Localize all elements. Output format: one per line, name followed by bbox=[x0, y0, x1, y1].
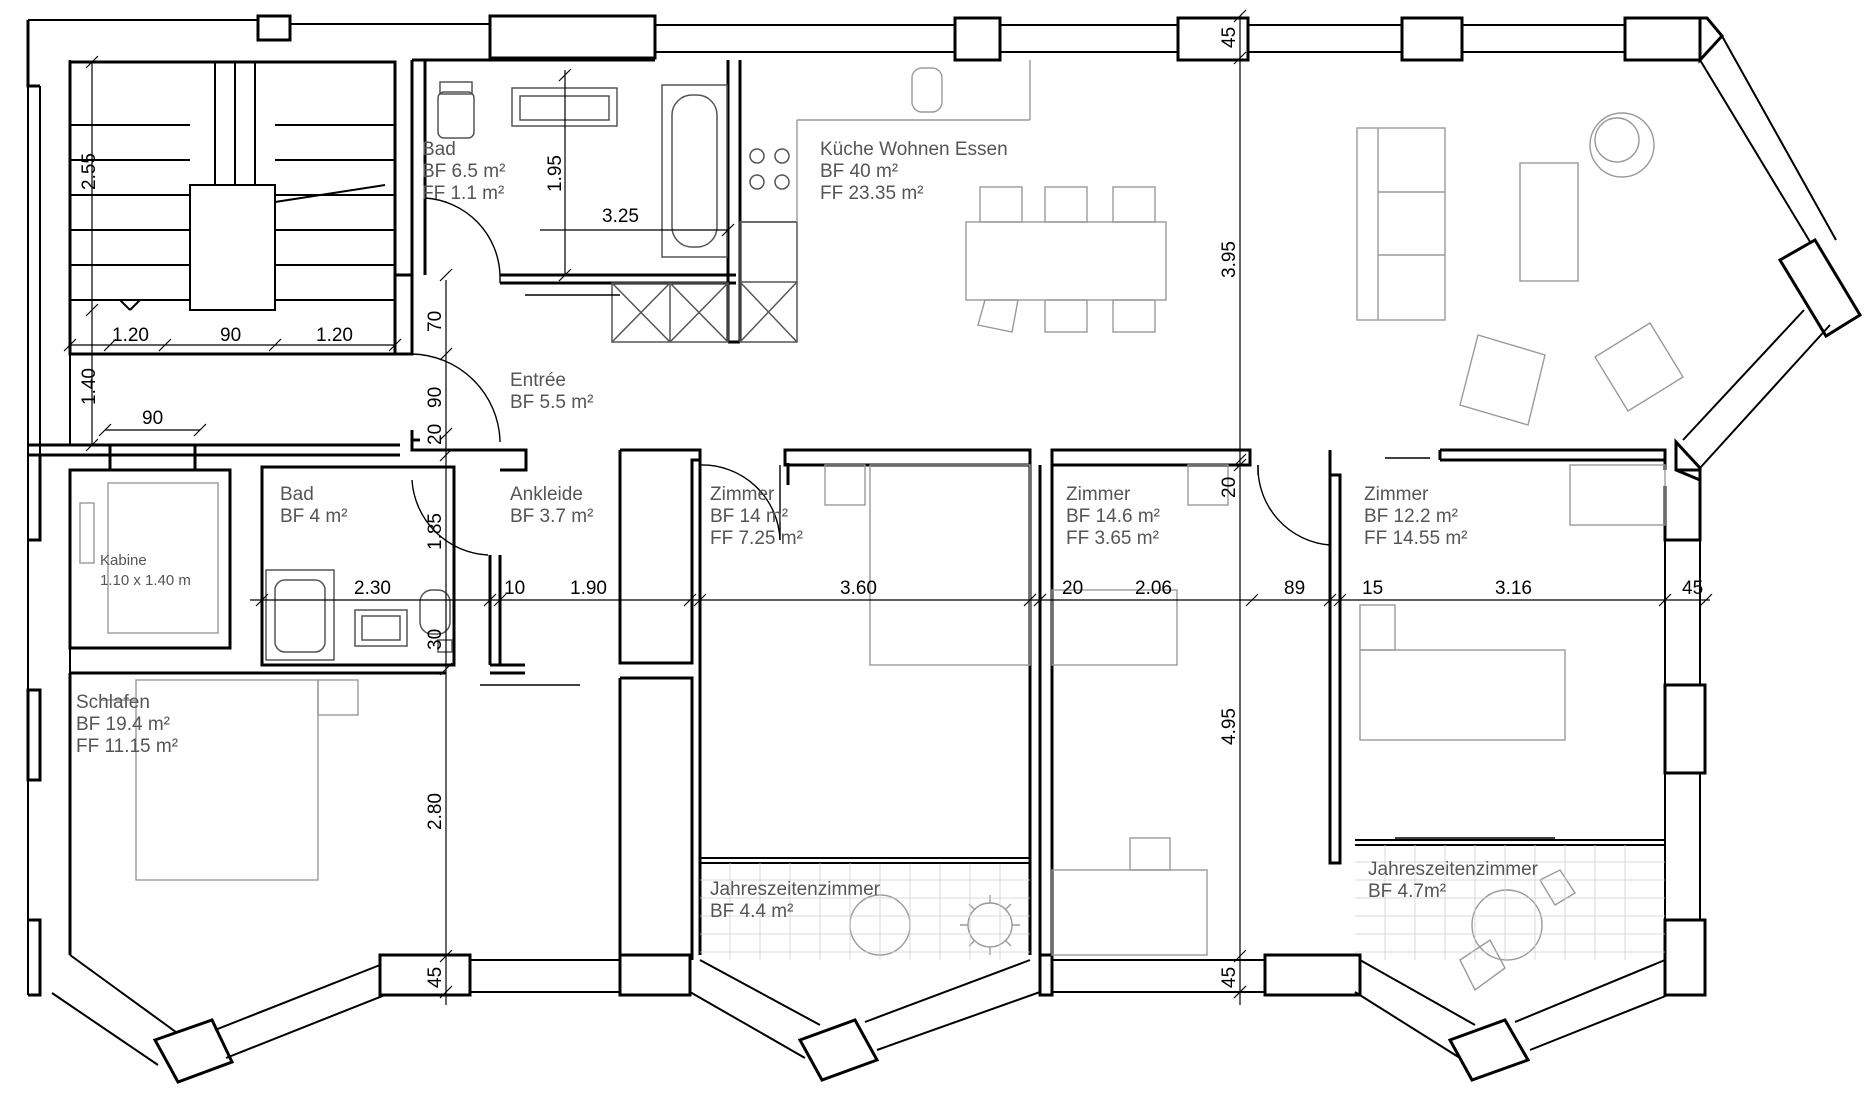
room-zimmer1-bf: BF 14 m² bbox=[710, 506, 788, 527]
dim-wall-10: 10 bbox=[504, 578, 525, 599]
dim-schlafen-h: 2.80 bbox=[425, 793, 446, 830]
doors bbox=[411, 197, 1555, 864]
room-bad2-bf: BF 4 m² bbox=[280, 506, 348, 527]
exterior-walls bbox=[26, 14, 1863, 997]
jahres1-tiles bbox=[700, 863, 1030, 960]
dim-bad2-30: 30 bbox=[425, 629, 446, 650]
dim-bad2-w: 2.30 bbox=[354, 578, 391, 599]
dim-wall-20b: 20 bbox=[1062, 578, 1083, 599]
dim-wall-20c: 20 bbox=[1219, 477, 1240, 498]
dim-flur-w: 89 bbox=[1284, 578, 1305, 599]
room-entree-bf: BF 5.5 m² bbox=[510, 392, 593, 413]
dim-rooms-h: 4.95 bbox=[1219, 708, 1240, 745]
jahres2-tiles bbox=[1355, 845, 1665, 960]
dim-stair-height: 2.55 bbox=[79, 153, 100, 190]
room-jahres1-name: Jahreszeitenzimmer bbox=[710, 879, 881, 900]
dim-wall-45b2: 45 bbox=[1219, 967, 1240, 988]
room-kueche-ff: FF 23.35 m² bbox=[820, 183, 923, 204]
room-zimmer3-bf: BF 12.2 m² bbox=[1364, 506, 1458, 527]
room-schlafen-ff: FF 11.15 m² bbox=[76, 736, 178, 757]
room-schlafen-name: Schlafen bbox=[76, 692, 150, 713]
room-entree-name: Entrée bbox=[510, 370, 566, 391]
room-jahres1-bf: BF 4.4 m² bbox=[710, 901, 793, 922]
room-ankleide-bf: BF 3.7 m² bbox=[510, 506, 593, 527]
room-kueche-name: Küche Wohnen Essen bbox=[820, 139, 1008, 160]
dimension-labels: 2.55 1.20 90 1.20 1.40 90 1.95 3.25 70 9… bbox=[79, 27, 1703, 988]
dim-wall-45b1: 45 bbox=[425, 967, 446, 988]
furniture bbox=[79, 60, 1684, 992]
room-bad1-bf: BF 6.5 m² bbox=[422, 161, 505, 182]
bottom-bay-walls bbox=[51, 953, 1669, 1084]
dim-wall-45r: 45 bbox=[1682, 578, 1703, 599]
room-bad2-name: Bad bbox=[280, 484, 314, 505]
room-zimmer2-name: Zimmer bbox=[1066, 484, 1131, 505]
dim-stair-w2: 90 bbox=[220, 325, 241, 346]
dim-zimmer2-w: 2.06 bbox=[1135, 578, 1172, 599]
dim-wall-45t: 45 bbox=[1219, 27, 1240, 48]
dim-ankleide-h: 1.85 bbox=[425, 513, 446, 550]
room-schlafen-bf: BF 19.4 m² bbox=[76, 714, 170, 735]
room-zimmer2-ff: FF 3.65 m² bbox=[1066, 528, 1159, 549]
dim-door-90: 90 bbox=[425, 387, 446, 408]
room-zimmer3-name: Zimmer bbox=[1364, 484, 1429, 505]
dim-bad-h: 1.95 bbox=[545, 155, 566, 192]
dim-door-70: 70 bbox=[425, 311, 446, 332]
room-zimmer1-ff: FF 7.25 m² bbox=[710, 528, 803, 549]
dim-wall-15: 15 bbox=[1362, 578, 1383, 599]
room-zimmer1-name: Zimmer bbox=[710, 484, 775, 505]
room-ankleide-name: Ankleide bbox=[510, 484, 583, 505]
room-kabine-size: 1.10 x 1.40 m bbox=[100, 572, 191, 589]
room-kueche-bf: BF 40 m² bbox=[820, 161, 898, 182]
room-bad1-name: Bad bbox=[422, 139, 456, 160]
room-zimmer2-bf: BF 14.6 m² bbox=[1066, 506, 1160, 527]
dim-bad-w: 3.25 bbox=[602, 206, 639, 227]
room-jahres2-bf: BF 4.7m² bbox=[1368, 881, 1446, 902]
room-labels: Bad BF 6.5 m² FF 1.1 m² Küche Wohnen Ess… bbox=[76, 139, 1539, 922]
room-bad1-ff: FF 1.1 m² bbox=[422, 183, 504, 204]
dim-ankleide-w: 1.90 bbox=[570, 578, 607, 599]
dim-kitchen-h: 3.95 bbox=[1219, 241, 1240, 278]
dim-stair-land: 90 bbox=[142, 408, 163, 429]
room-zimmer3-ff: FF 14.55 m² bbox=[1364, 528, 1467, 549]
dim-wall-20a: 20 bbox=[425, 424, 446, 445]
dim-stair-w1: 1.20 bbox=[112, 325, 149, 346]
room-kabine-name: Kabine bbox=[100, 552, 147, 569]
dimension-lines bbox=[63, 9, 1713, 1005]
dim-stair-w3: 1.20 bbox=[316, 325, 353, 346]
stairs bbox=[70, 62, 395, 311]
dim-stair-lower: 1.40 bbox=[79, 368, 100, 405]
dim-zimmer1-w: 3.60 bbox=[840, 578, 877, 599]
room-jahres2-name: Jahreszeitenzimmer bbox=[1368, 859, 1539, 880]
dim-zimmer3-w: 3.16 bbox=[1495, 578, 1532, 599]
